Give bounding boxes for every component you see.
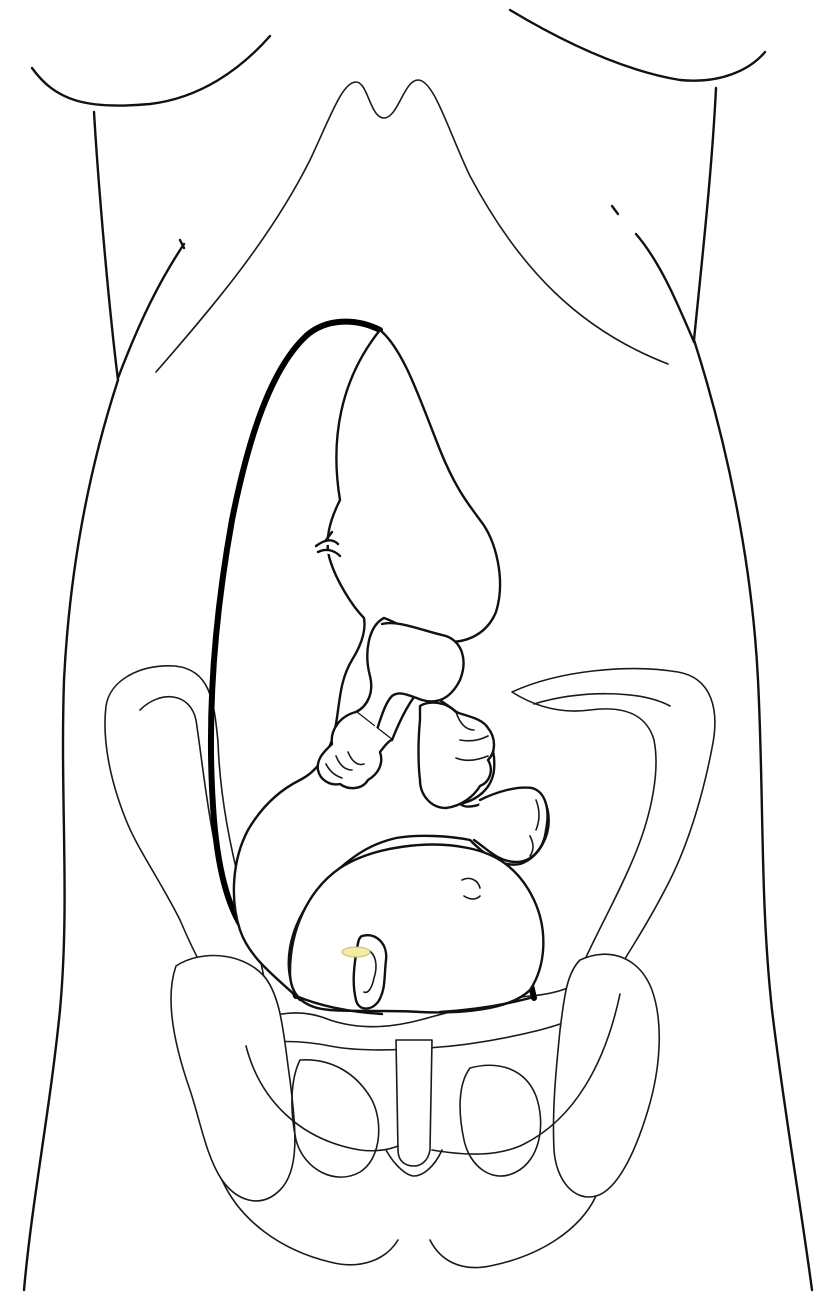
right-flank-line <box>694 88 812 1290</box>
fetus-ear <box>354 935 387 1008</box>
right-chest-tick <box>612 206 618 214</box>
left-flank-line <box>24 112 118 1290</box>
costal-arch <box>156 80 668 372</box>
left-chest-mark <box>118 244 184 378</box>
right-chest-mark <box>636 234 694 342</box>
right-shoulder-line <box>510 10 765 81</box>
left-obturator <box>292 1060 379 1177</box>
fetus <box>234 330 549 1012</box>
right-lower-pelvis <box>430 1196 596 1268</box>
costal-margin <box>156 80 668 372</box>
left-ischium <box>171 956 295 1201</box>
ear-highlight-mark <box>342 947 370 957</box>
right-ischium <box>553 954 659 1197</box>
right-obturator <box>460 1065 541 1176</box>
left-shoulder-line <box>32 36 270 106</box>
pubic-symphysis <box>396 1040 432 1166</box>
